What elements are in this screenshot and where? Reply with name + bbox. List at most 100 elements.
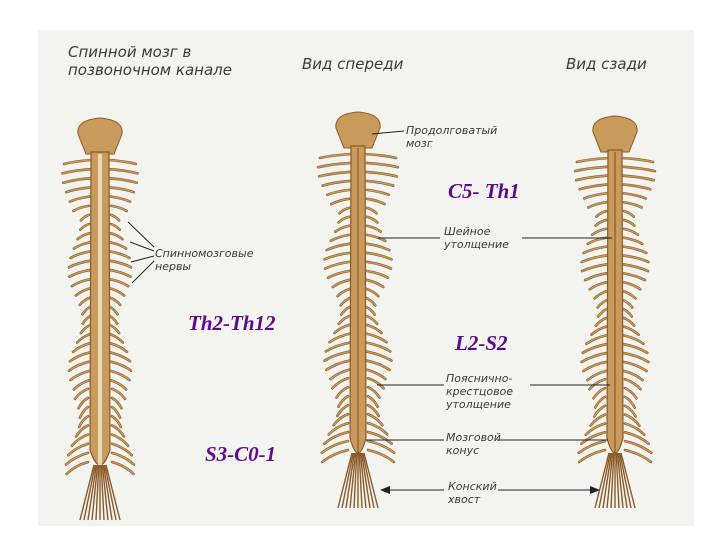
- nerve-root-left-highlight: [325, 341, 352, 353]
- nerve-root-right-highlight: [364, 260, 392, 270]
- nerve-root-right-highlight: [364, 350, 393, 362]
- nerve-root-left-highlight: [328, 332, 352, 343]
- nerve-root-right-highlight: [624, 422, 645, 436]
- nerve-root-left-highlight: [586, 369, 609, 381]
- header-spine-in-canal: Спинной мозг в позвоночном канале: [68, 43, 232, 79]
- nerve-root-left-highlight: [595, 210, 607, 218]
- cauda-strand: [102, 464, 113, 521]
- nerve-root-right-highlight: [366, 198, 386, 205]
- nerve-root-right-highlight: [367, 449, 395, 463]
- nerve-root-right-highlight: [364, 359, 391, 371]
- nerve-root-right-highlight: [365, 180, 394, 187]
- nerve-root-left-highlight: [581, 263, 609, 272]
- nerve-root-right-highlight: [111, 424, 125, 438]
- label-cervical-line-1: Шейное: [444, 225, 491, 238]
- nerve-root-left-highlight: [337, 216, 350, 224]
- nerve-root-left-highlight: [67, 442, 89, 456]
- nerve-root-right-highlight: [624, 405, 637, 418]
- cauda-strand: [598, 452, 611, 509]
- nerve-root-left-highlight: [333, 323, 352, 334]
- nerve-root-right-highlight: [108, 159, 137, 165]
- nerve-root-left-highlight: [79, 406, 89, 419]
- label-lumbosacral-line-1: Пояснично-: [446, 372, 513, 385]
- nerve-root-right-highlight: [109, 241, 127, 250]
- nerve-root-right-highlight: [109, 250, 131, 259]
- nerve-root-right-highlight: [622, 228, 639, 236]
- nerve-root-left-highlight: [334, 225, 351, 233]
- nerve-root-right-highlight: [108, 296, 121, 306]
- nerve-root-right-highlight: [364, 153, 397, 159]
- nerve-root-right-highlight: [624, 378, 642, 390]
- spine-top-cap: [592, 115, 638, 153]
- nerve-root-right-highlight: [108, 351, 131, 362]
- nerve-root-right-highlight: [621, 343, 648, 354]
- nerve-root-right-highlight: [621, 334, 645, 345]
- cauda-strand: [619, 452, 632, 509]
- nerve-root-left-highlight: [323, 251, 352, 261]
- cauda-strand: [105, 464, 121, 521]
- nerve-root-right-highlight: [111, 433, 129, 447]
- nerve-root-right-highlight: [111, 442, 133, 456]
- nerve-root-left-highlight: [575, 174, 608, 181]
- nerve-root-right-highlight: [108, 168, 139, 175]
- nerve-root-right-highlight: [621, 369, 644, 381]
- nerve-root-left-highlight: [331, 377, 349, 390]
- nerve-root-left-highlight: [327, 269, 352, 279]
- leader-medulla: [371, 130, 405, 135]
- cauda-strand: [616, 452, 624, 509]
- nerve-root-right-highlight: [367, 413, 384, 426]
- nerve-root-left-highlight: [321, 440, 349, 454]
- cauda-strand: [91, 464, 99, 521]
- nerve-root-left-highlight: [73, 241, 91, 250]
- spine-top-cap: [77, 117, 123, 155]
- label-cervical-enlargement: Шейное утолщение: [444, 225, 509, 251]
- nerve-root-left-highlight: [593, 405, 606, 418]
- nerve-root-left-highlight: [579, 183, 608, 190]
- label-nerves-line-2: нервы: [155, 260, 192, 273]
- nerve-root-left-highlight: [330, 198, 350, 205]
- nerve-root-left-highlight: [336, 287, 352, 297]
- cauda-strand: [358, 452, 363, 509]
- label-nerves-line-1: Спинномозговые: [155, 247, 254, 260]
- nerve-root-right-highlight: [109, 232, 124, 240]
- nerve-root-right-highlight: [622, 236, 643, 245]
- cauda-strand: [615, 452, 620, 509]
- annotation-leader-lines: [127, 130, 612, 494]
- cauda-strand: [617, 452, 628, 509]
- nerve-root-right-highlight: [621, 272, 646, 281]
- nerve-root-left-highlight: [76, 333, 92, 344]
- nerve-root-left-highlight: [325, 242, 351, 251]
- nerve-root-right-highlight: [111, 388, 126, 400]
- nerve-root-right-highlight: [624, 440, 652, 454]
- cauda-strand: [83, 464, 96, 521]
- nerve-root-left-highlight: [585, 422, 606, 436]
- nerve-root-right-highlight: [366, 207, 378, 214]
- nerve-root-right-highlight: [624, 387, 638, 400]
- nerve-root-left-highlight: [61, 168, 92, 175]
- nerve-root-right-highlight: [621, 325, 640, 336]
- nerve-root-right-highlight: [364, 314, 378, 325]
- nerve-root-right-highlight: [108, 278, 129, 287]
- nerve-root-right-highlight: [621, 281, 641, 290]
- label-medulla: Продолговатый мозг: [406, 124, 497, 150]
- nerve-root-left-highlight: [582, 343, 609, 354]
- nerve-root-right-highlight: [109, 177, 138, 184]
- label-cauda-line-2: хвост: [448, 493, 481, 506]
- nerve-root-right-highlight: [364, 251, 393, 261]
- cauda-strand: [594, 452, 610, 509]
- nerve-root-left-highlight: [594, 219, 607, 227]
- nerve-root-right-highlight: [364, 269, 389, 279]
- nerve-root-right-highlight: [111, 415, 122, 428]
- label-spinal-nerves: Спинномозговые нервы: [155, 247, 253, 273]
- nerve-root-left-highlight: [80, 214, 90, 222]
- cauda-strand: [337, 452, 353, 509]
- nerve-root-right-highlight: [367, 404, 380, 417]
- nerve-root-left-highlight: [62, 177, 91, 184]
- nerve-root-left-highlight: [580, 254, 609, 263]
- nerve-root-right-highlight: [365, 234, 386, 242]
- label-cervical-line-2: утолщение: [444, 238, 509, 251]
- nerve-root-left-highlight: [75, 424, 89, 438]
- cauda-strand: [610, 452, 615, 509]
- nerve-root-left-highlight: [68, 360, 92, 372]
- cauda-strand: [602, 452, 613, 509]
